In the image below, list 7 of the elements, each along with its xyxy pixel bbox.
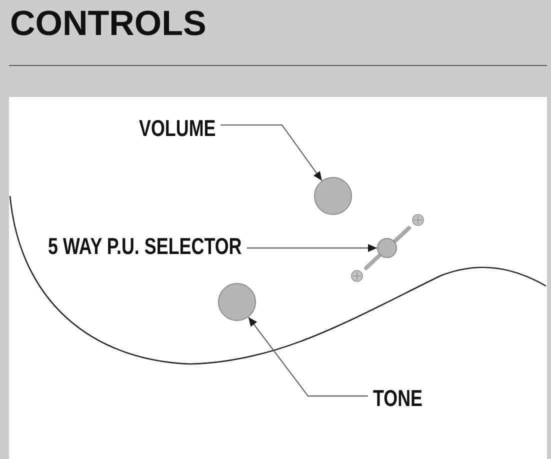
leader-arrow — [248, 316, 368, 396]
callout-label: VOLUME — [139, 117, 216, 140]
callout-label: TONE — [373, 387, 423, 410]
leader-arrow — [246, 244, 378, 252]
callout-label: 5 WAY P.U. SELECTOR — [48, 235, 242, 258]
title: CONTROLS — [10, 6, 206, 41]
leader-arrow — [220, 124, 322, 182]
